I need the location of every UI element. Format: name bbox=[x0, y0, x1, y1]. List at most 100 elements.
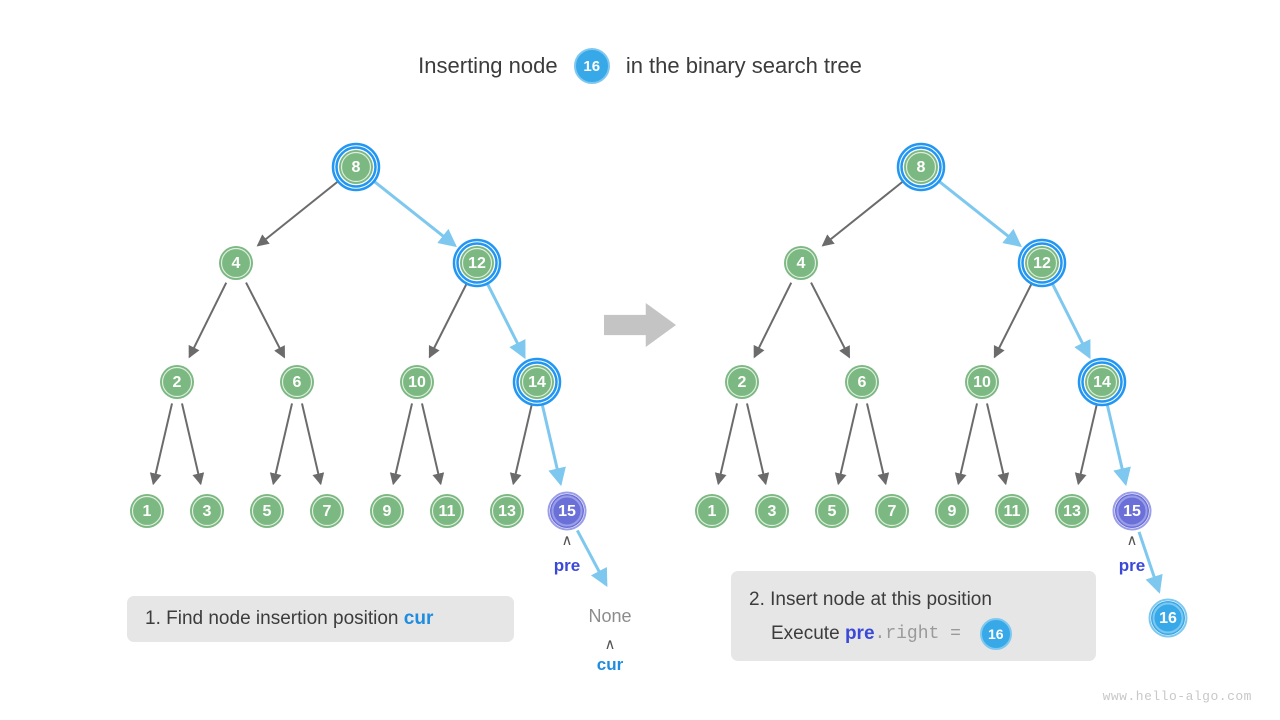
node-label: 14 bbox=[528, 374, 546, 391]
node-label: 15 bbox=[1123, 503, 1141, 520]
title-prefix: Inserting node bbox=[418, 53, 564, 78]
tree-node[interactable]: 9 bbox=[935, 494, 969, 528]
node-circle bbox=[755, 494, 789, 528]
node-label: 7 bbox=[323, 503, 332, 520]
tree-edge bbox=[181, 403, 205, 486]
transition-arrow-icon bbox=[604, 303, 676, 347]
tree-edge bbox=[753, 282, 793, 359]
node-label: 12 bbox=[1033, 255, 1051, 272]
node-circle bbox=[845, 365, 879, 399]
tree-node[interactable]: 5 bbox=[250, 494, 284, 528]
node-circle bbox=[400, 365, 434, 399]
tree-node[interactable]: 7 bbox=[875, 494, 909, 528]
tree-node[interactable]: 15 bbox=[1112, 491, 1152, 531]
node-label: 13 bbox=[1063, 503, 1081, 520]
node-inner-ring bbox=[521, 366, 553, 398]
node-circle bbox=[725, 365, 759, 399]
tree-edge bbox=[389, 403, 413, 486]
node-label: 11 bbox=[1004, 503, 1021, 520]
tree-node[interactable]: 10 bbox=[965, 365, 999, 399]
tree-node[interactable]: 16 bbox=[1148, 598, 1188, 638]
node-circle bbox=[310, 494, 344, 528]
pointer-caret-icon: ∧ bbox=[604, 636, 616, 653]
node-outer-ring bbox=[547, 491, 587, 531]
node-inner-ring bbox=[936, 495, 968, 527]
tree-edge bbox=[188, 282, 228, 359]
node-circle bbox=[965, 365, 999, 399]
node-highlight-ring-inner bbox=[456, 242, 498, 284]
node-circle bbox=[1025, 246, 1059, 280]
tree-node[interactable]: 2 bbox=[725, 365, 759, 399]
tree-node[interactable]: 6 bbox=[280, 365, 314, 399]
tree-node[interactable]: 14 bbox=[1077, 357, 1127, 407]
node-circle bbox=[995, 494, 1029, 528]
tree-edge bbox=[993, 282, 1033, 359]
node-highlight-ring-inner bbox=[1021, 242, 1063, 284]
tree-node[interactable]: 2 bbox=[160, 365, 194, 399]
node-label: 8 bbox=[352, 159, 361, 176]
tree-node[interactable]: 11 bbox=[995, 494, 1029, 528]
node-inner-ring bbox=[371, 495, 403, 527]
node-highlight-ring-inner bbox=[1081, 361, 1123, 403]
node-label: 14 bbox=[1093, 374, 1111, 391]
node-circle bbox=[190, 494, 224, 528]
caption-step-2-line-2: Execute pre.right = 16 bbox=[749, 617, 1096, 651]
tree-edge bbox=[810, 282, 851, 359]
tree-node[interactable]: 14 bbox=[512, 357, 562, 407]
pointer-label-cur: cur bbox=[596, 655, 624, 674]
node-inner-ring bbox=[816, 495, 848, 527]
tree-node[interactable]: 3 bbox=[190, 494, 224, 528]
tree-node[interactable]: 3 bbox=[755, 494, 789, 528]
tree-node[interactable]: 15 bbox=[547, 491, 587, 531]
tree-node[interactable]: 4 bbox=[784, 246, 818, 280]
node-label: 8 bbox=[917, 159, 926, 176]
node-inner-ring bbox=[340, 151, 372, 183]
node-circle bbox=[815, 494, 849, 528]
node-circle bbox=[1115, 494, 1149, 528]
tree-node[interactable]: 13 bbox=[1055, 494, 1089, 528]
tree-edge bbox=[301, 403, 325, 486]
tree-node[interactable]: 7 bbox=[310, 494, 344, 528]
node-circle bbox=[160, 365, 194, 399]
node-label: 3 bbox=[203, 503, 212, 520]
node-label: 10 bbox=[408, 374, 426, 391]
node-highlight-ring-inner bbox=[900, 146, 942, 188]
node-inner-ring bbox=[696, 495, 728, 527]
tree-node[interactable]: 12 bbox=[452, 238, 502, 288]
tree-node[interactable]: 10 bbox=[400, 365, 434, 399]
watermark: www.hello-algo.com bbox=[1102, 689, 1252, 704]
tree-node[interactable]: 6 bbox=[845, 365, 879, 399]
tree-edge bbox=[245, 282, 286, 359]
node-circle bbox=[520, 365, 554, 399]
node-label: 3 bbox=[768, 503, 777, 520]
node-label: 6 bbox=[858, 374, 867, 391]
tree-node[interactable]: 9 bbox=[370, 494, 404, 528]
tree-edge bbox=[509, 403, 533, 486]
node-inner-ring bbox=[876, 495, 908, 527]
node-outer-ring bbox=[1148, 598, 1188, 638]
node-inner-ring bbox=[220, 247, 252, 279]
node-outer-ring bbox=[1112, 491, 1152, 531]
node-inner-ring bbox=[461, 247, 493, 279]
caption-step-1-keyword: cur bbox=[403, 608, 434, 629]
tree-edge bbox=[746, 403, 770, 486]
node-label: 4 bbox=[797, 255, 806, 272]
node-highlight-ring-outer bbox=[1017, 238, 1067, 288]
tree-node[interactable]: 1 bbox=[130, 494, 164, 528]
tree-node[interactable]: 8 bbox=[331, 142, 381, 192]
node-inner-ring bbox=[431, 495, 463, 527]
tree-node[interactable]: 8 bbox=[896, 142, 946, 192]
tree-node[interactable]: 1 bbox=[695, 494, 729, 528]
node-label: 10 bbox=[973, 374, 991, 391]
tree-edge-null bbox=[575, 529, 608, 588]
tree-edge bbox=[269, 403, 293, 486]
tree-node[interactable]: 5 bbox=[815, 494, 849, 528]
tree-node[interactable]: 13 bbox=[490, 494, 524, 528]
tree-node[interactable]: 12 bbox=[1017, 238, 1067, 288]
tree-node[interactable]: 4 bbox=[219, 246, 253, 280]
pointer-caret-icon: ∧ bbox=[1126, 532, 1138, 549]
tree-node[interactable]: 11 bbox=[430, 494, 464, 528]
node-inner-ring bbox=[756, 495, 788, 527]
node-label: 11 bbox=[439, 503, 456, 520]
